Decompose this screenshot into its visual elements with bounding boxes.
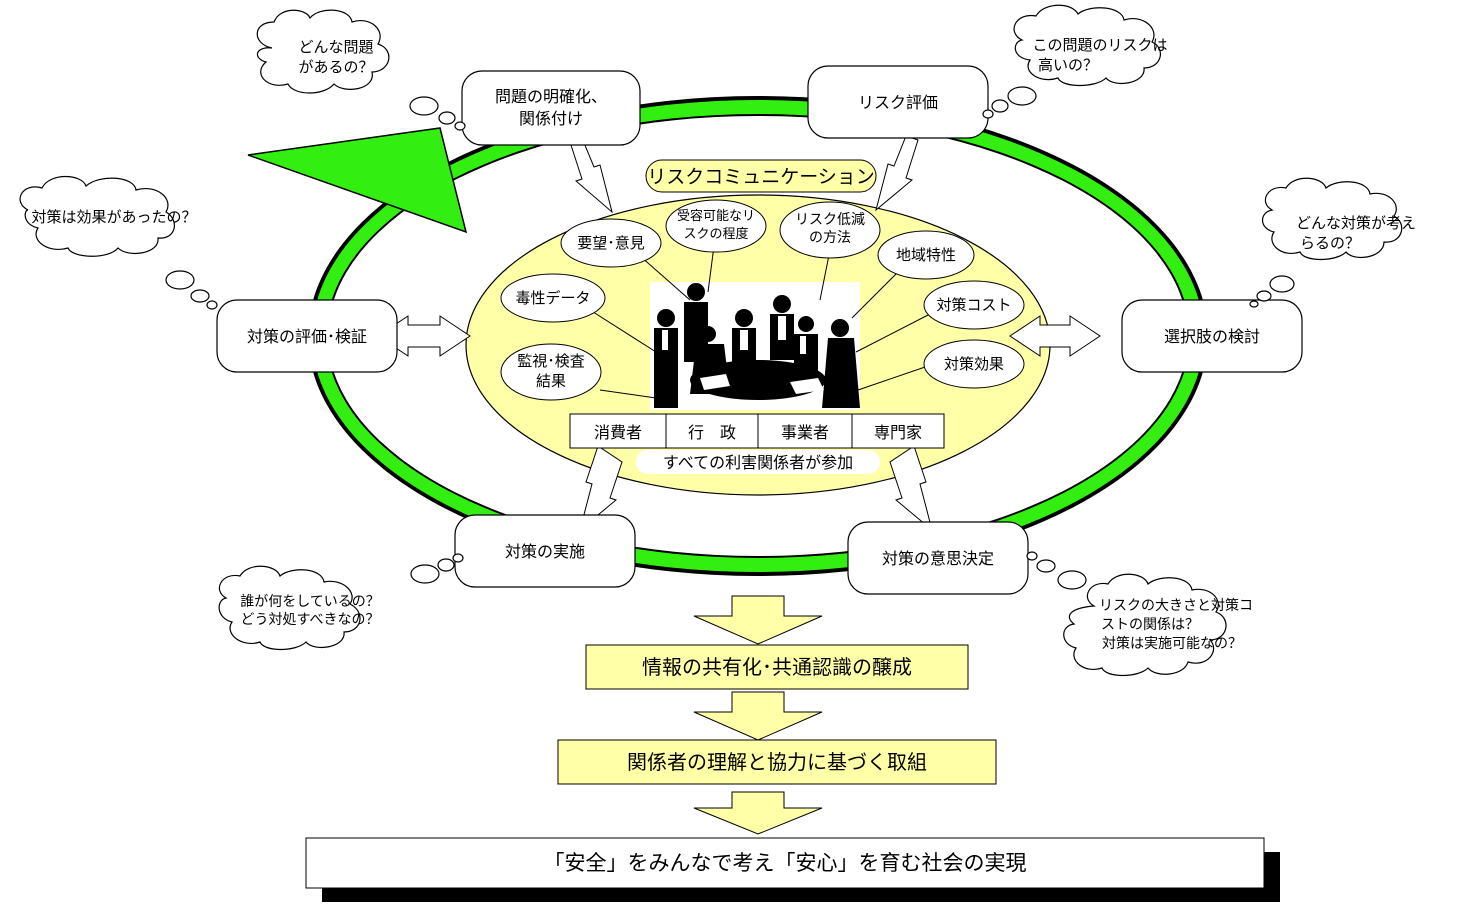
svg-text:どんな対策が考え: どんな対策が考え — [1296, 214, 1416, 232]
thought-implement: 誰が何をしているの？ どう対処すべきなの？ — [218, 553, 464, 651]
box-assess: リスク評価 — [807, 65, 989, 139]
svg-text:らるの？: らるの？ — [1300, 234, 1360, 252]
svg-text:対策の実施: 対策の実施 — [505, 542, 585, 561]
stakeholder-experts: 専門家 — [874, 423, 922, 442]
svg-text:対策の意思決定: 対策の意思決定 — [882, 549, 994, 568]
topic-requests: 要望･意見 — [560, 218, 662, 268]
svg-text:監視･検査: 監視･検査 — [517, 352, 585, 370]
topic-cost: 対策コスト — [923, 280, 1025, 330]
box-decision: 対策の意思決定 — [847, 521, 1029, 595]
topic-toxicity: 毒性データ — [500, 273, 606, 323]
thought-options: どんな対策が考え らるの？ — [1249, 177, 1416, 308]
svg-text:どんな問題: どんな問題 — [298, 38, 373, 56]
down-arrow-3 — [693, 791, 823, 835]
svg-text:毒性データ: 毒性データ — [515, 289, 590, 307]
connector-toxicity — [589, 309, 657, 353]
svg-text:結果: 結果 — [536, 372, 566, 390]
double-arrow-assess — [875, 135, 919, 212]
connector-acceptable — [707, 245, 715, 293]
cycle-arrowhead — [247, 127, 468, 234]
svg-text:この問題のリスクは: この問題のリスクは — [1032, 36, 1167, 54]
svg-text:対策コスト: 対策コスト — [936, 296, 1011, 314]
stakeholder-business: 事業者 — [781, 423, 829, 442]
svg-text:対策は実施可能なの？: 対策は実施可能なの？ — [1102, 635, 1242, 652]
svg-text:スクの程度: スクの程度 — [683, 226, 748, 242]
svg-text:関係者の理解と協力に基づく取組: 関係者の理解と協力に基づく取組 — [627, 750, 927, 774]
center-title: リスクコミュニケーション — [645, 159, 877, 193]
meeting-photo — [650, 282, 860, 410]
svg-text:受容可能なリ: 受容可能なリ — [677, 208, 755, 224]
outcome-final: 「安全」をみんなで考え「安心」を育む社会の実現 — [305, 837, 1280, 902]
svg-text:リスク低減: リスク低減 — [795, 211, 865, 228]
svg-text:地域特性: 地域特性 — [896, 246, 956, 264]
stakeholder-government: 行 政 — [688, 423, 736, 442]
svg-text:ストの関係は？: ストの関係は？ — [1101, 617, 1199, 633]
svg-text:情報の共有化･共通認識の醸成: 情報の共有化･共通認識の醸成 — [642, 655, 912, 679]
double-arrow-implement — [579, 445, 623, 532]
svg-text:対策の評価･検証: 対策の評価･検証 — [247, 327, 367, 346]
svg-text:どう対処すべきなの？: どう対処すべきなの？ — [240, 612, 379, 628]
box-identify: 問題の明確化、 関係付け — [461, 70, 641, 146]
connector-requests — [639, 255, 691, 301]
outcome-step1: 情報の共有化･共通認識の醸成 — [585, 644, 969, 690]
down-arrow-1 — [693, 595, 823, 645]
connector-regional — [851, 269, 901, 319]
connector-monitoring — [599, 389, 657, 399]
svg-text:の方法: の方法 — [809, 230, 851, 246]
topic-effect: 対策効果 — [923, 339, 1025, 389]
box-options: 選択肢の検討 — [1121, 299, 1303, 373]
topic-regional: 地域特性 — [877, 230, 975, 280]
thought-identify: どんな問題 があるの？ — [256, 9, 466, 131]
connector-effect — [857, 365, 929, 391]
svg-text:高いの？: 高いの？ — [1038, 56, 1098, 74]
svg-text:対策効果: 対策効果 — [944, 355, 1004, 373]
thought-assess: この問題のリスクは 高いの？ — [982, 4, 1168, 119]
outcome-step2: 関係者の理解と協力に基づく取組 — [557, 739, 997, 785]
double-arrow-decision — [889, 445, 933, 532]
svg-text:要望･意見: 要望･意見 — [577, 234, 645, 252]
thought-decision: リスクの大きさと対策コ ストの関係は？ 対策は実施可能なの？ — [1026, 551, 1253, 677]
connector-cost — [855, 313, 931, 353]
thought-evaluate: 対策は効果があったの？ — [19, 175, 218, 310]
double-arrow-options — [1009, 315, 1101, 357]
svg-text:「安全」をみんなで考え「安心」を育む社会の実現: 「安全」をみんなで考え「安心」を育む社会の実現 — [544, 851, 1027, 875]
box-evaluate: 対策の評価･検証 — [216, 299, 398, 373]
svg-text:関係付け: 関係付け — [519, 109, 583, 128]
down-arrow-2 — [693, 691, 823, 741]
topic-monitoring: 監視･検査 結果 — [500, 343, 602, 401]
svg-text:対策は効果があったの？: 対策は効果があったの？ — [31, 208, 196, 226]
svg-text:誰が何をしているの？: 誰が何をしているの？ — [240, 594, 380, 610]
stakeholder-consumers: 消費者 — [594, 423, 642, 442]
box-implement: 対策の実施 — [454, 514, 636, 588]
svg-text:リスク評価: リスク評価 — [858, 93, 938, 112]
stakeholder-caption: すべての利害関係者が参加 — [663, 453, 853, 472]
topic-reduction: リスク低減 の方法 — [779, 201, 881, 259]
topic-acceptable: 受容可能なリ スクの程度 — [665, 199, 767, 253]
svg-text:選択肢の検討: 選択肢の検討 — [1164, 327, 1260, 346]
svg-text:があるの？: があるの？ — [298, 58, 373, 76]
svg-text:リスクコミュニケーション: リスクコミュニケーション — [647, 166, 875, 188]
svg-text:問題の明確化、: 問題の明確化、 — [495, 87, 607, 106]
stakeholder-row: 消費者 行 政 事業者 専門家 すべての利害関係者が参加 — [569, 413, 945, 474]
svg-text:リスクの大きさと対策コ: リスクの大きさと対策コ — [1099, 597, 1253, 614]
